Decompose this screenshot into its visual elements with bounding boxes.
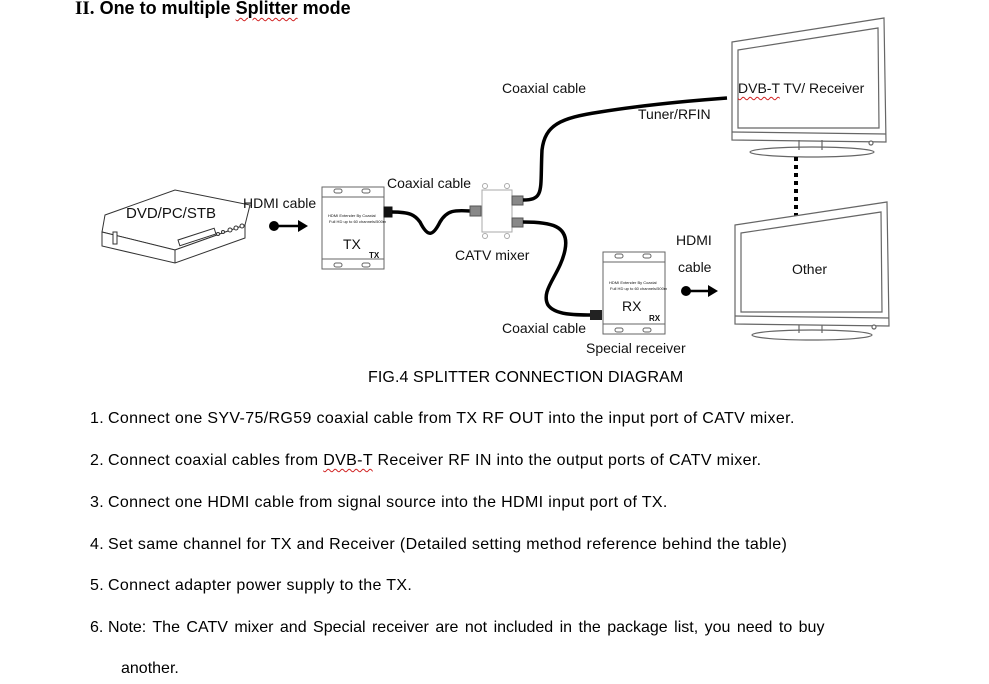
heading-text-after: mode [297,0,351,18]
tx-label-large: TX [343,236,361,252]
step-number: 6. [90,619,104,636]
step-text: Set same channel for TX and Receiver (De… [108,536,788,553]
rx-input-connector-icon [590,310,602,320]
tx-product-line2: Full HD up to 60 channels/500m [329,219,387,224]
step-item: 1.Connect one SYV-75/RG59 coaxial cable … [90,410,795,428]
heading-spellcheck-word: Splitter [235,0,298,18]
step-text: Connect one SYV-75/RG59 coaxial cable fr… [108,410,795,427]
rx-product-line1: HDMI Extender By Coaxial [609,280,657,285]
label-hdmi-cable-left: HDMI cable [243,195,317,211]
label-tuner-rfin: Tuner/RFIN [638,106,711,122]
step-text: Note: The CATV mixer and Special receive… [108,619,825,636]
label-hdmi-right-line2: cable [678,259,712,275]
dvb-t-tv-icon [731,17,887,158]
step-text: Connect one HDMI cable from signal sourc… [108,494,668,511]
rx-label-large: RX [622,298,642,314]
label-coaxial-cable-rx: Coaxial cable [502,320,587,336]
step-item: 2.Connect coaxial cables from DVB-T Rece… [90,452,761,470]
step-text: Connect adapter power supply to the TX. [108,577,413,594]
label-dvb-t-tv: DVB-T TV/ Receiver [738,80,864,96]
label-tv-receiver-rest: TV/ Receiver [779,80,865,96]
coax-cable-tx-mixer [391,208,471,235]
label-coaxial-cable-tv: Coaxial cable [502,80,587,96]
section-heading: II. One to multiple Splitter mode [75,0,351,20]
coax-cable-mixer-tv [522,96,728,202]
step-text-before: Connect coaxial cables from [108,452,324,469]
step-text-after: Receiver RF IN into the output ports of … [372,452,762,469]
rx-product-line2: Full HD up to 60 channels/500m [610,286,668,291]
tx-product-line1: HDMI Extender By Coaxial [328,213,376,218]
tx-label-small: TX [369,251,380,260]
dvd-player-icon [101,189,251,264]
step-continuation: another. [121,660,179,677]
step-number: 5. [90,577,105,594]
label-hdmi-right-line1: HDMI [676,232,712,248]
step-number: 2. [90,452,105,469]
rx-receiver-icon [602,251,666,335]
heading-roman-numeral: II. [75,0,95,19]
step-item: 6.Note: The CATV mixer and Special recei… [90,619,824,637]
hdmi-arrow-right-icon [681,285,718,297]
rx-label-small: RX [649,314,661,323]
step-number: 3. [90,494,105,511]
step-item: 5.Connect adapter power supply to the TX… [90,577,412,595]
step-spellcheck-word: DVB-T [323,452,373,469]
label-dvd-pc-stb: DVD/PC/STB [126,205,217,222]
figure-caption: FIG.4 SPLITTER CONNECTION DIAGRAM [368,369,684,386]
tx-transmitter-icon [321,186,393,270]
catv-mixer-icon [481,183,524,239]
mixer-input-connector-icon [469,205,482,217]
label-coaxial-cable-tx: Coaxial cable [387,175,472,191]
step-number: 1. [90,410,105,427]
step-number: 4. [90,536,105,553]
label-special-receiver: Special receiver [586,340,686,356]
label-other: Other [792,261,828,277]
splitter-connection-diagram [101,17,890,341]
step-item: 3.Connect one HDMI cable from signal sou… [90,494,668,512]
heading-text-before: One to multiple [99,0,236,18]
hdmi-arrow-left-icon [269,220,308,232]
label-catv-mixer: CATV mixer [455,247,530,263]
other-tv-icon [734,201,890,341]
label-dvb-t-flagged: DVB-T [738,80,780,96]
coax-cable-mixer-rx [522,220,593,317]
step-item: 4.Set same channel for TX and Receiver (… [90,536,787,554]
